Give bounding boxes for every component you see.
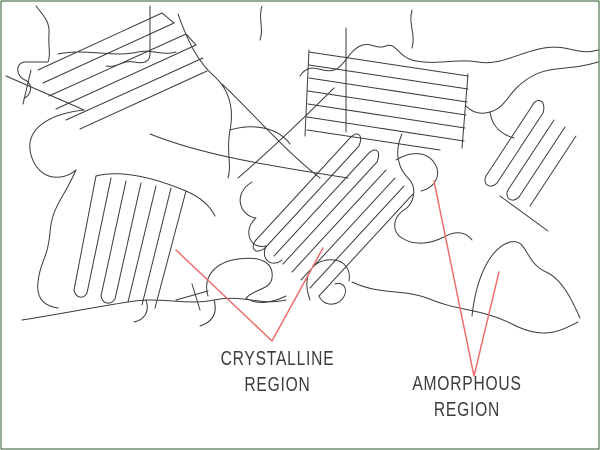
crystal-line	[73, 175, 97, 291]
crystal-line	[309, 185, 405, 289]
crystalline-band-left-middle	[73, 173, 216, 309]
amorphous-chains	[5, 5, 599, 334]
polymer-chain	[471, 241, 581, 319]
crystal-line	[48, 33, 187, 97]
polymer-chain	[443, 232, 473, 241]
chain-fold	[161, 12, 197, 46]
crystal-line	[86, 177, 112, 294]
crystalline-band-top-left	[37, 12, 208, 130]
chain-fold	[499, 195, 549, 232]
polymer-chain	[29, 109, 85, 178]
polymer-chain	[177, 13, 232, 179]
polymer-chain	[306, 259, 350, 301]
polymer-chain	[351, 281, 579, 334]
crystal-line	[291, 169, 387, 273]
polymer-chain	[22, 69, 32, 105]
polymer-chain	[394, 133, 445, 244]
polymer-chain	[199, 299, 216, 327]
polymer-chain	[175, 283, 209, 311]
crystalline-band-right	[484, 100, 577, 232]
crystal-line	[496, 112, 544, 184]
crystal-line	[42, 22, 175, 84]
polymer-chain	[37, 169, 77, 309]
polymer-chain	[206, 257, 287, 303]
polymer-chain	[259, 5, 263, 41]
chain-fold	[367, 149, 380, 163]
polymer-chain	[410, 9, 414, 49]
crystal-line	[318, 193, 414, 297]
crystal-line	[127, 185, 157, 303]
polymer-chain	[237, 87, 335, 179]
polymer-chain	[57, 50, 177, 55]
crystal-line	[100, 180, 127, 297]
chain-fold	[95, 173, 216, 217]
crystalline-leader-line	[175, 247, 324, 342]
chain-fold	[349, 133, 362, 147]
chain-fold	[252, 239, 266, 252]
crystal-line	[308, 51, 469, 77]
polymer-chain	[221, 83, 321, 179]
crystal-line	[37, 12, 163, 71]
chain-fold	[484, 175, 498, 187]
polymer-chain	[465, 61, 599, 114]
polymer-chain	[133, 299, 148, 323]
crystal-line	[154, 190, 187, 309]
crystalline-label-line1: CRYSTALLINE	[220, 348, 335, 370]
crystalline-region-label: CRYSTALLINE REGION	[213, 346, 342, 398]
crystal-line	[141, 187, 172, 306]
crystal-line	[529, 135, 577, 207]
crystal-line	[264, 145, 360, 249]
crystal-line	[507, 119, 555, 191]
amorphous-region-label: AMORPHOUS REGION	[409, 371, 526, 423]
crystal-line	[308, 64, 469, 90]
polymer-chain	[299, 43, 599, 77]
chain-fold	[304, 49, 469, 149]
crystal-line	[518, 126, 566, 198]
polymer-chain	[489, 111, 515, 139]
chain-fold	[318, 282, 346, 305]
polymer-chain	[395, 153, 439, 192]
crystal-line	[65, 57, 204, 121]
chain-fold	[73, 289, 88, 298]
crystalline-label-line2: REGION	[244, 374, 311, 396]
crystal-line	[307, 90, 467, 116]
amorphous-leader-line	[433, 180, 500, 377]
polymer-chain	[229, 126, 291, 145]
polymer-chain	[149, 133, 349, 179]
amorphous-label-line1: AMORPHOUS	[412, 373, 522, 395]
crystal-line	[485, 105, 533, 177]
amorphous-label-line2: REGION	[433, 399, 501, 421]
crystalline-band-center	[252, 133, 414, 305]
crystal-line	[282, 161, 378, 265]
crystal-line	[308, 77, 468, 103]
chain-fold	[100, 295, 116, 304]
crystal-line	[300, 177, 396, 281]
chain-fold	[506, 189, 520, 201]
polymer-chain	[5, 75, 85, 111]
crystal-line	[306, 129, 441, 151]
leader-lines	[175, 180, 500, 377]
polymer-chain	[17, 5, 50, 99]
polymer-chain	[239, 181, 283, 264]
crystalline-band-top-center	[304, 49, 469, 151]
crystal-line	[273, 153, 369, 257]
crystal-line	[307, 103, 466, 129]
crystal-line	[79, 70, 208, 130]
chain-fold	[531, 100, 545, 114]
crystal-line	[255, 137, 351, 241]
crystal-line	[306, 116, 465, 142]
crystal-line	[55, 44, 197, 110]
crystal-line	[114, 182, 142, 300]
